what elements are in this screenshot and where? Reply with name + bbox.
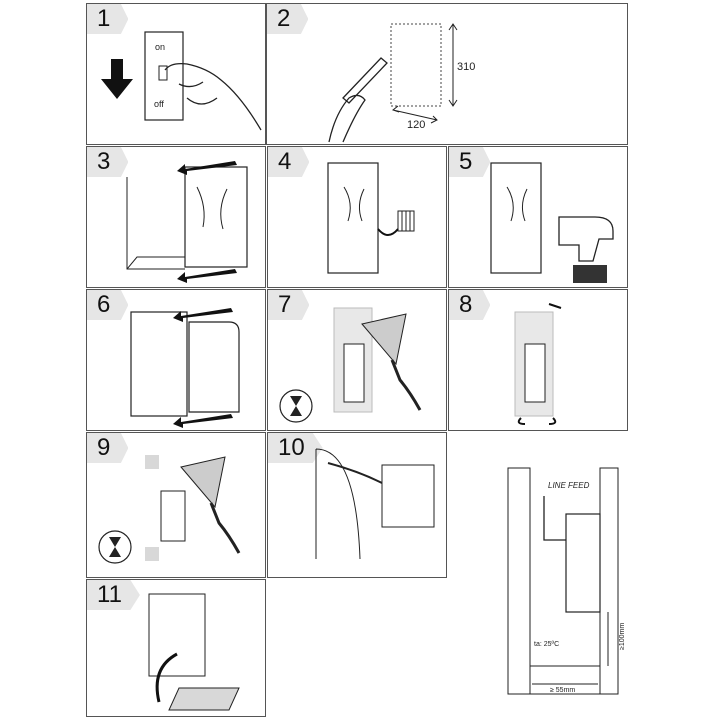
box-cables — [343, 186, 365, 222]
step-number: 11 — [87, 580, 140, 610]
fixture-body — [188, 321, 240, 413]
pencil-hand-icon — [328, 57, 388, 143]
step-number: 6 — [87, 290, 129, 320]
width-dimension: 120 — [407, 119, 425, 131]
floor — [529, 665, 601, 695]
step-number: 9 — [87, 433, 129, 463]
box-opening — [160, 490, 186, 542]
wiring-illustration — [315, 448, 435, 560]
curved-arrow-icon — [155, 652, 178, 703]
box-opening — [524, 343, 546, 403]
spatula-icon — [361, 313, 407, 366]
spatula-icon — [180, 456, 226, 509]
step-8-panel: 8 — [448, 289, 628, 431]
box-opening — [343, 343, 365, 403]
wall-right — [599, 467, 619, 695]
switch-off-illustration: on off — [101, 31, 262, 131]
patch-bottom — [145, 547, 159, 561]
box-in-wall-illustration — [327, 162, 415, 274]
line-feed-label: LINE FEED — [548, 481, 590, 490]
wall-recess — [126, 177, 185, 270]
height-dimension: 310 — [457, 61, 475, 73]
box-insert-illustration — [126, 161, 248, 283]
finishing-illustration — [98, 455, 241, 564]
patch-top — [145, 455, 159, 469]
step-number: 7 — [268, 290, 310, 320]
arrow-top-icon — [173, 308, 233, 322]
drill-battery — [573, 265, 607, 283]
cutout-outline — [390, 23, 442, 107]
switch-off-label: off — [154, 99, 164, 109]
step-number: 10 — [268, 433, 323, 463]
width-arrow — [391, 105, 438, 124]
curved-arrow-icon — [377, 228, 399, 236]
step-3-panel: 3 — [86, 146, 266, 288]
switch-toggle — [158, 65, 168, 81]
step-4-panel: 4 — [267, 146, 447, 288]
ambient-label: ta: 25ºC — [534, 641, 559, 648]
arrow-bottom-icon — [177, 269, 237, 283]
line-feed-cable — [543, 496, 566, 541]
installation-cross-section: LINE FEED ta: 25ºC ≥100mm ≥ 55mm — [507, 467, 626, 695]
box-cables — [506, 186, 528, 222]
remove-brackets-illustration — [514, 303, 562, 425]
height-arrow — [448, 23, 458, 107]
terminal-icon — [397, 210, 415, 232]
rotate-arrow-icon — [517, 417, 557, 425]
step-2-panel: 2 310 120 — [266, 3, 628, 145]
switch-on-label: on — [155, 42, 165, 52]
cable — [327, 462, 383, 484]
fixture-body — [148, 593, 206, 677]
arrow-top-icon — [177, 161, 237, 175]
drill-fixing-illustration — [490, 162, 614, 283]
hand-icon — [390, 359, 422, 411]
box-cables — [196, 186, 228, 230]
down-arrow-icon — [101, 59, 133, 99]
mounting-box — [327, 162, 379, 274]
step-9-panel: 9 — [86, 432, 266, 578]
wall-left — [507, 467, 531, 695]
step-number: 1 — [87, 4, 129, 34]
step-5-panel: 5 — [448, 146, 628, 288]
step-number: 8 — [449, 290, 491, 320]
wall-cutout-illustration: 310 120 — [328, 23, 475, 143]
plaster-illustration — [279, 307, 422, 423]
depth-dimension: ≥ 55mm — [550, 687, 575, 694]
step-6-panel: 6 — [86, 289, 266, 431]
fixture — [565, 513, 601, 613]
step-number: 5 — [449, 147, 491, 177]
step-number: 4 — [268, 147, 310, 177]
hand-icon — [209, 502, 241, 554]
arrow-icon — [548, 303, 562, 309]
mounting-box — [490, 162, 542, 274]
cover-fit-illustration — [148, 593, 240, 711]
step-11-panel: 11 — [86, 579, 266, 717]
step-1-panel: 1 on off — [86, 3, 266, 145]
step-number: 3 — [87, 147, 129, 177]
step-10-panel: 10 — [267, 432, 447, 578]
height-dimension: ≥100mm — [619, 623, 626, 650]
driver-unit — [381, 464, 435, 528]
installation-detail: LINE FEED ta: 25ºC ≥100mm ≥ 55mm — [496, 462, 628, 714]
cover-plate — [168, 687, 240, 711]
wall-opening — [315, 448, 361, 560]
step-7-panel: 7 — [267, 289, 447, 431]
mounting-box — [184, 166, 248, 268]
arrow-bottom-icon — [173, 414, 233, 428]
mounting-box — [130, 311, 188, 417]
hand-icon — [164, 62, 262, 131]
fixture-insert-illustration — [130, 308, 240, 428]
step-number: 2 — [267, 4, 309, 34]
drill-icon — [558, 216, 614, 262]
